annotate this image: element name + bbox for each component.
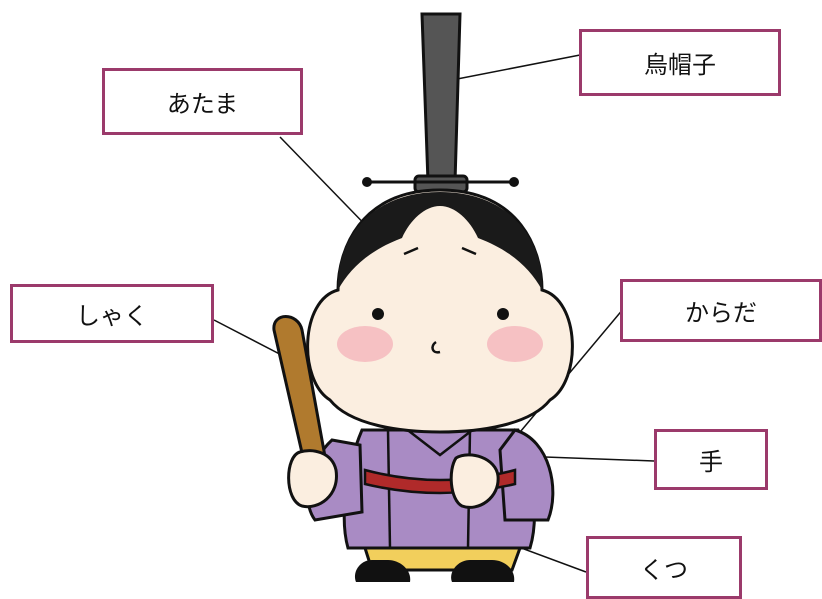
- pants-and-shoes: [354, 546, 523, 582]
- label-kutsu: くつ: [586, 536, 742, 599]
- head: [306, 188, 574, 434]
- label-eboshi: 烏帽子: [579, 29, 781, 96]
- label-shaku: しゃく: [10, 284, 214, 343]
- shaku-baton: [272, 315, 338, 509]
- leader-line-eboshi: [451, 54, 581, 81]
- label-atama: あたま: [102, 68, 303, 135]
- hand: [449, 453, 500, 509]
- label-te: 手: [654, 429, 768, 490]
- robe: [306, 427, 555, 550]
- eboshi-hat: [362, 12, 519, 194]
- label-karada: からだ: [620, 279, 822, 342]
